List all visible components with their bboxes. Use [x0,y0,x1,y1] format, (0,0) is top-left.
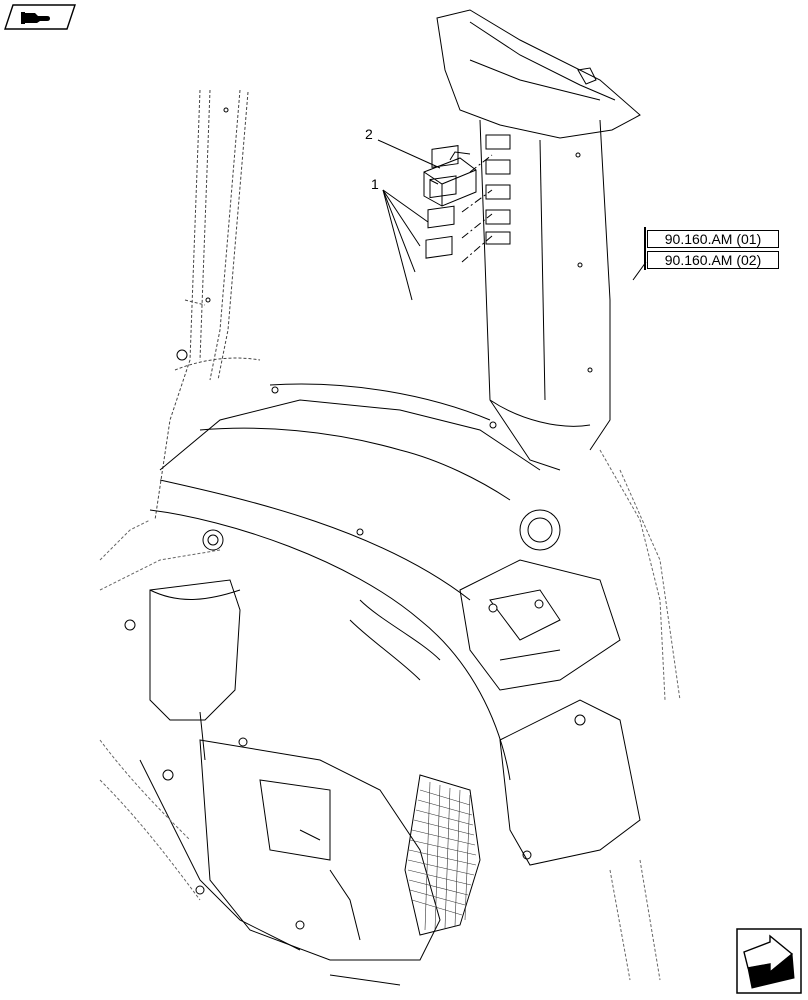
a-pillar [154,89,261,521]
callout-2-label: 2 [365,126,373,142]
part-2-rocker-switch [423,151,477,207]
speaker-grille-mesh [407,781,477,931]
next-page-button[interactable] [736,928,802,994]
catalog-hand-icon [4,4,76,30]
fasteners [124,107,593,930]
reference-bracket [644,227,646,270]
hidden-edges [99,449,681,981]
part-1-blanking-plugs [425,145,459,259]
right-bracket [459,559,621,691]
callout-1-label: 1 [371,176,379,192]
assembly-lines [461,154,493,263]
lower-console [199,739,441,961]
left-pocket [149,579,241,761]
side-cover-panel [499,699,641,866]
speaker-grille [404,774,481,936]
lower-trim [139,599,441,986]
leader-lines [377,139,647,301]
next-page-arrow-icon [736,928,802,994]
catalog-button[interactable] [4,4,76,30]
rear-panel [149,383,561,781]
reference-link-02[interactable]: 90.160.AM (02) [647,251,779,269]
reference-link-01[interactable]: 90.160.AM (01) [647,230,779,248]
right-console-column [436,9,641,471]
switch-slots [485,134,511,245]
